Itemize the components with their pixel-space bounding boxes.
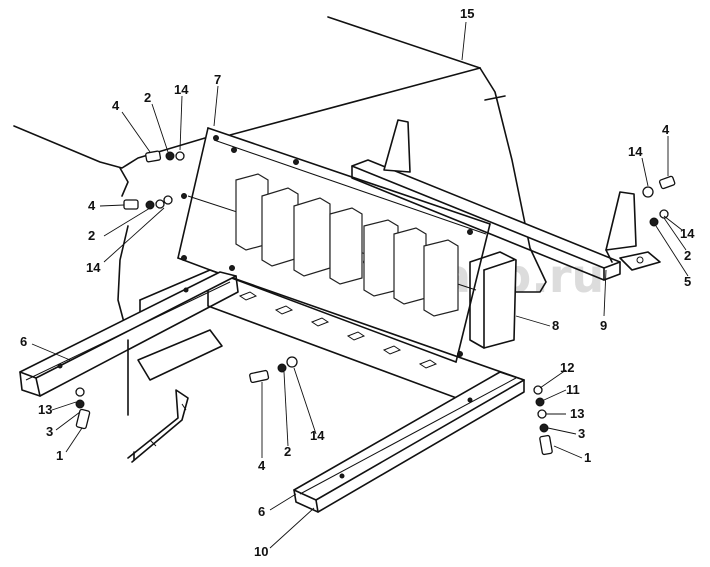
fasteners-upper-right	[642, 175, 676, 227]
fasteners-bottom-left	[75, 387, 91, 430]
callout-1: 1	[584, 450, 591, 465]
watermark-text: asp.ru	[440, 249, 604, 303]
callout-7: 7	[214, 72, 221, 87]
callout-9: 9	[600, 318, 607, 333]
callout-4: 4	[112, 98, 120, 113]
housing-body	[13, 16, 547, 416]
block-8	[469, 251, 517, 349]
callout-1: 1	[56, 448, 63, 463]
callout-14: 14	[86, 260, 101, 275]
callout-6: 6	[258, 504, 265, 519]
callout-2: 2	[284, 444, 291, 459]
callout-4: 4	[88, 198, 96, 213]
callout-14: 14	[680, 226, 695, 241]
callout-3: 3	[46, 424, 53, 439]
callout-14: 14	[174, 82, 189, 97]
bracket-frame-9	[351, 119, 661, 281]
leader-lines	[31, 21, 689, 549]
callout-labels: 15 7 4 2 14 4 2 14 4 14 14 2 5 9 8 6 13 …	[20, 6, 695, 559]
callout-10: 10	[254, 544, 268, 559]
fasteners-upper-left	[123, 150, 185, 210]
callout-3: 3	[578, 426, 585, 441]
callout-12: 12	[560, 360, 574, 375]
callout-11: 11	[566, 382, 580, 397]
callout-13: 13	[38, 402, 52, 417]
fasteners-bottom-middle	[249, 356, 298, 384]
callout-15: 15	[460, 6, 474, 21]
callout-6: 6	[20, 334, 27, 349]
callout-5: 5	[684, 274, 691, 289]
callout-4: 4	[662, 122, 670, 137]
left-rail-6	[19, 271, 239, 397]
callout-2: 2	[144, 90, 151, 105]
battery-cells	[235, 173, 459, 317]
wire-harness	[127, 389, 189, 463]
callout-4: 4	[258, 458, 266, 473]
callout-2: 2	[684, 248, 691, 263]
fasteners-bottom-right	[533, 385, 553, 456]
right-rail-6-10	[293, 371, 525, 513]
callout-14: 14	[310, 428, 325, 443]
callout-8: 8	[552, 318, 559, 333]
callout-2: 2	[88, 228, 95, 243]
callout-14: 14	[628, 144, 643, 159]
callout-13: 13	[570, 406, 584, 421]
